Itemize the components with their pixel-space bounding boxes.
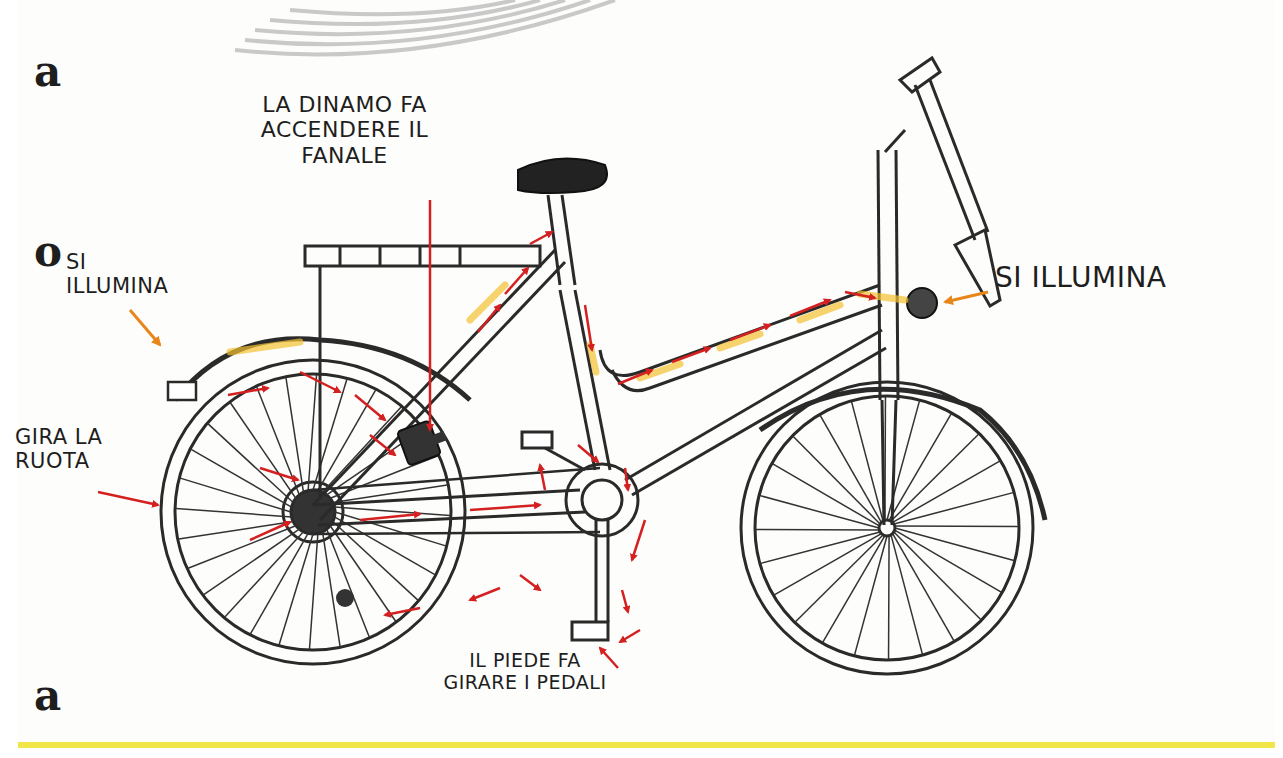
spoke xyxy=(286,378,304,492)
spoke xyxy=(191,449,291,507)
spoke xyxy=(774,534,881,595)
leader-line xyxy=(945,292,988,302)
spoke xyxy=(761,532,880,563)
spoke xyxy=(188,526,296,569)
paper xyxy=(18,0,1275,745)
spoke xyxy=(250,533,308,633)
spoke xyxy=(230,403,295,499)
spoke xyxy=(895,528,1014,560)
spoke xyxy=(334,517,434,575)
spoke xyxy=(176,508,292,516)
part-label: GIRA LA RUOTA xyxy=(15,425,105,473)
front-mudguard xyxy=(760,389,1045,520)
spoke xyxy=(327,529,370,637)
spoke xyxy=(279,534,313,645)
part-label: SI ILLUMINA xyxy=(995,262,1235,294)
rear-mudguard xyxy=(175,339,470,400)
leader-line xyxy=(429,200,432,430)
spoke xyxy=(793,436,880,524)
energy-highlight xyxy=(230,285,905,378)
spoke xyxy=(895,530,1001,592)
frame xyxy=(313,150,898,525)
saddle xyxy=(518,159,607,194)
dynamo xyxy=(397,420,447,465)
handlebar xyxy=(885,58,1000,306)
spoke xyxy=(330,526,395,622)
spoke xyxy=(891,434,979,521)
spoke xyxy=(894,493,1013,524)
spoke xyxy=(894,532,981,620)
spoke xyxy=(820,415,881,522)
spoke xyxy=(893,534,954,641)
spoke xyxy=(323,407,402,492)
chain xyxy=(313,468,600,534)
spoke xyxy=(208,424,293,503)
leader-line xyxy=(600,648,618,668)
spoke xyxy=(180,478,291,512)
front-spokes xyxy=(756,397,1018,659)
spoke xyxy=(773,464,879,526)
crankset xyxy=(522,432,638,640)
rear-rack xyxy=(305,246,540,500)
spoke xyxy=(760,496,879,528)
spoke xyxy=(889,414,951,520)
spoke xyxy=(257,387,300,495)
part-label: SI ILLUMINA xyxy=(66,250,176,298)
energy-arrows xyxy=(228,232,875,642)
rear-reflector xyxy=(168,382,196,400)
spoke xyxy=(852,402,883,521)
part-label: LA DINAMO FA ACCENDERE IL FANALE xyxy=(222,92,467,168)
banner-graphic xyxy=(235,0,615,54)
spoke xyxy=(823,536,885,642)
fragment-letter: a xyxy=(34,672,62,720)
spoke xyxy=(891,535,922,654)
spoke xyxy=(334,507,450,515)
spoke xyxy=(309,533,317,649)
part-label: IL PIEDE FA GIRARE I PEDALI xyxy=(440,650,610,694)
spoke xyxy=(795,535,883,622)
leader-line xyxy=(130,310,160,345)
spoke xyxy=(323,532,341,646)
fragment-letter: a xyxy=(34,48,62,96)
spoke xyxy=(888,536,890,659)
spoke xyxy=(179,522,293,540)
spoke xyxy=(855,536,887,655)
spoke xyxy=(225,532,304,617)
yellow-edge xyxy=(18,742,1275,748)
spoke xyxy=(756,529,879,531)
front-lamp xyxy=(907,288,937,318)
spoke xyxy=(335,512,446,546)
fragment-letter: o xyxy=(34,228,63,276)
derailleur xyxy=(336,589,354,607)
spoke xyxy=(895,525,1018,527)
front-wheel xyxy=(741,382,1033,674)
rear-spokes xyxy=(176,375,450,649)
spoke xyxy=(308,375,316,491)
leader-line xyxy=(98,492,158,505)
spoke xyxy=(893,461,1000,522)
rear-wheel xyxy=(161,360,465,664)
